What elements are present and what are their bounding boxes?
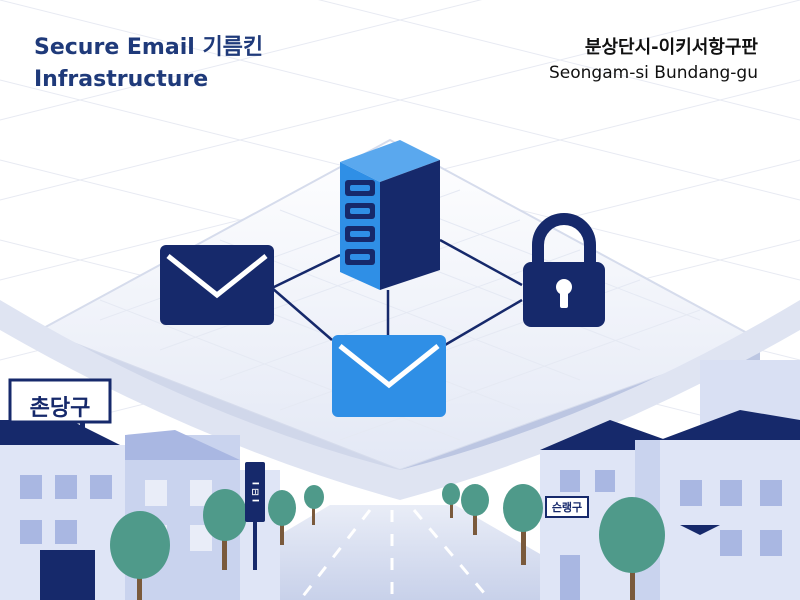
location-label: 분상단시-이키서항구판 Seongam-si Bundang-gu — [549, 36, 758, 86]
district-sign-left — [8, 378, 112, 440]
connection-lines — [271, 238, 523, 347]
location-korean: 분상단시-이키서항구판 — [584, 37, 758, 58]
title-line-2: Infrastructure — [34, 67, 209, 92]
server-icon — [340, 140, 440, 290]
padlock-icon — [523, 213, 605, 327]
building-sign-right — [545, 496, 589, 518]
envelope-icon — [332, 335, 446, 417]
pole-sign-label: I ⊟ I — [250, 482, 260, 503]
envelope-icon — [160, 245, 274, 325]
page-title: Secure Email 기름킨 Infrastructure — [34, 32, 263, 96]
location-english: Seongam-si Bundang-gu — [549, 63, 758, 83]
buildings-right — [540, 360, 800, 600]
title-line-1: Secure Email 기름킨 — [34, 35, 264, 60]
platform-curve — [0, 300, 800, 500]
trees — [110, 483, 665, 600]
district-sign-label: 촌당구 — [30, 396, 91, 421]
pole-sign — [245, 462, 265, 570]
road — [170, 505, 620, 600]
building-sign-label: 슨랭구 — [552, 500, 582, 514]
